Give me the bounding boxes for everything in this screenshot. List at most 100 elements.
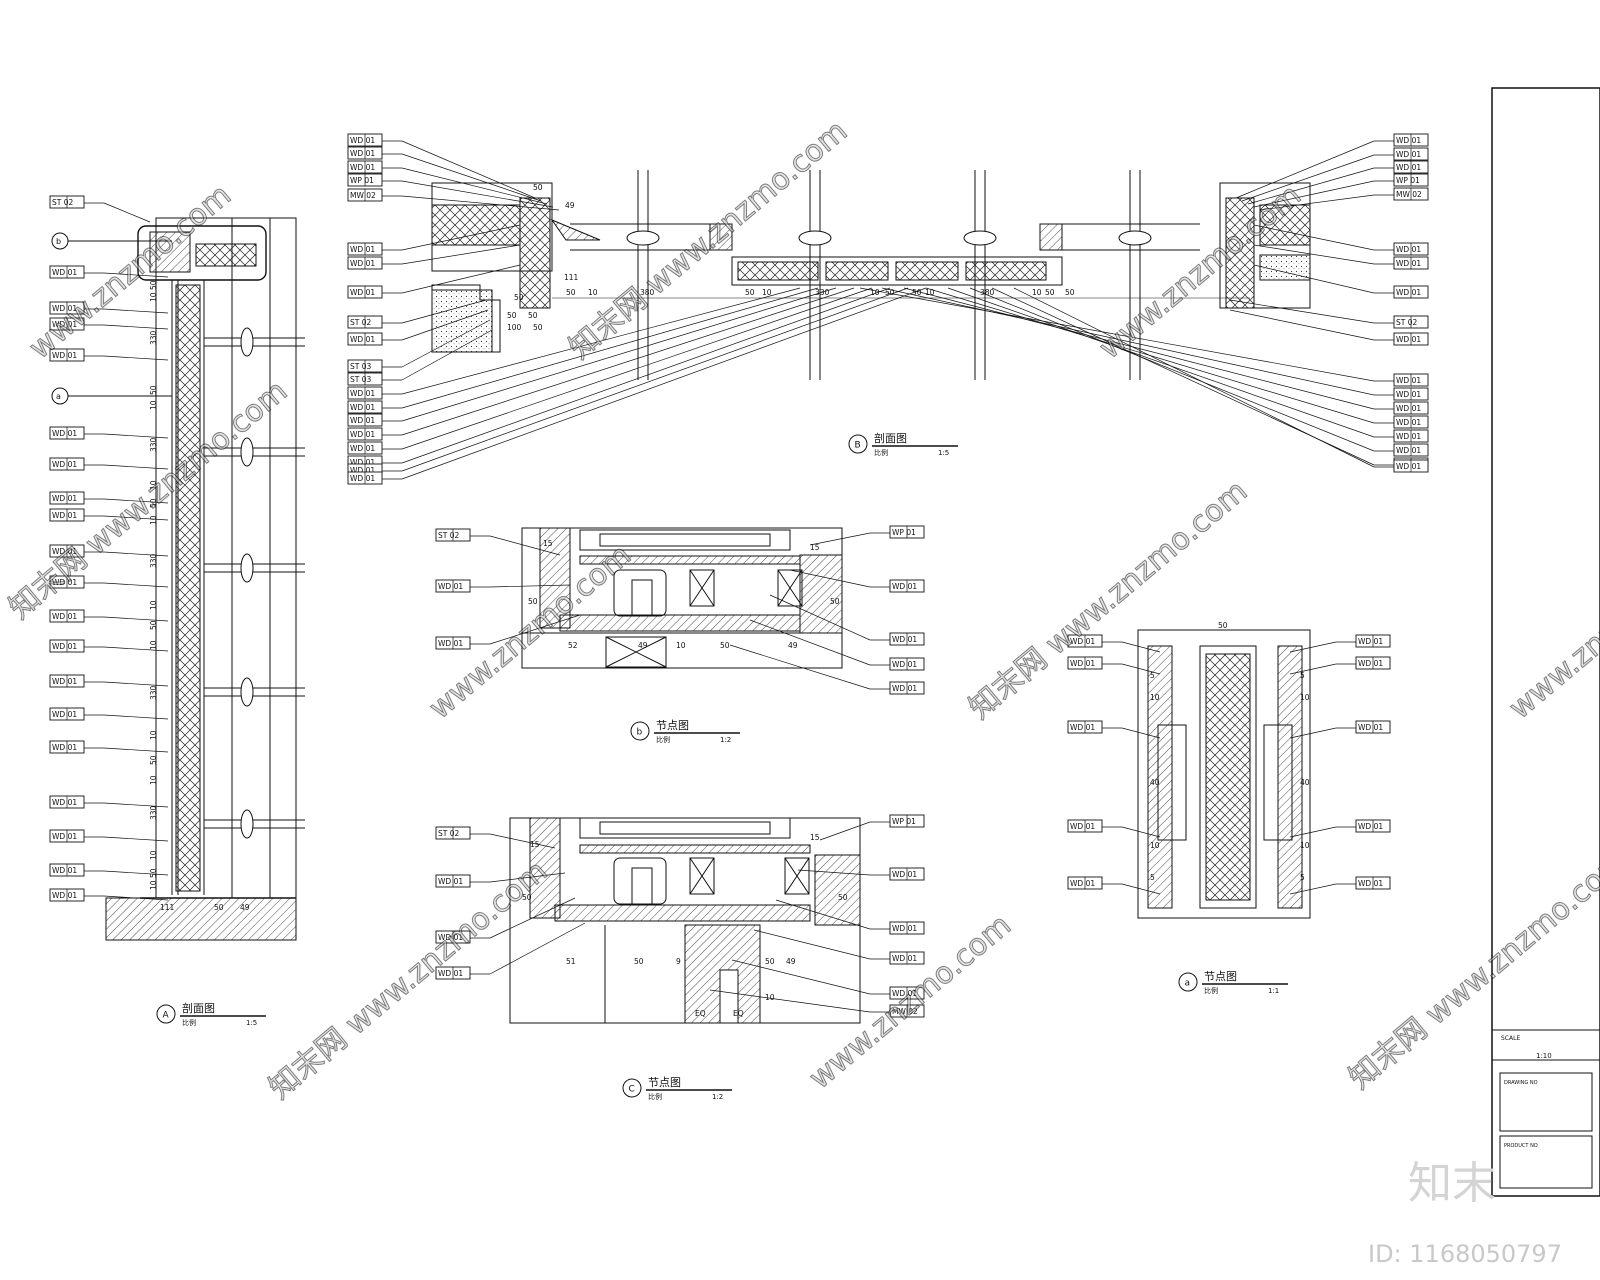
view-scale: 1:5	[246, 1019, 257, 1027]
leader-line	[401, 287, 855, 436]
material-tag: WP 01	[1253, 173, 1429, 208]
view-b-break-lines	[626, 170, 1152, 380]
dimension-label: 330	[149, 553, 158, 568]
material-tag: WD 01	[1247, 160, 1429, 205]
leader-line	[1121, 727, 1161, 739]
leader-line	[103, 202, 151, 223]
dimension-label: 15	[543, 539, 553, 548]
material-tag-code: WD 01	[350, 288, 375, 297]
leader-line	[489, 535, 561, 556]
leader-line	[103, 515, 169, 521]
view-mark: a	[1185, 979, 1191, 989]
material-tag-code: WD 01	[350, 136, 375, 145]
leader-line	[775, 899, 871, 930]
dimension-label: 50	[514, 293, 524, 302]
leader-line	[489, 833, 556, 849]
leader-line	[401, 244, 521, 265]
watermark-text: www.znzmo.com	[423, 538, 638, 727]
material-tag-code: WD 01	[1070, 822, 1095, 831]
dimension-label: 15	[810, 543, 820, 552]
material-tag-code: WD 01	[350, 466, 375, 475]
material-tag: WD 01	[1289, 720, 1391, 739]
dimension-label: 49	[638, 641, 648, 650]
view-scale: 1:1	[1268, 987, 1279, 995]
material-tag-code: WD 01	[52, 798, 77, 807]
material-tag-code: WD 01	[1396, 418, 1421, 427]
material-tag: WD 01	[729, 644, 925, 695]
dimension-label: 49	[240, 903, 250, 912]
material-tag: WD 01	[49, 888, 169, 902]
material-tag: WD 01	[1289, 634, 1391, 653]
material-tag-code: WD 01	[1396, 404, 1421, 413]
view-scale: 1:5	[938, 449, 949, 457]
material-tag: WD 01	[49, 348, 169, 362]
view-scale: 1:2	[720, 736, 731, 744]
dimension-label: 100	[507, 323, 522, 332]
dimension-label: 50	[214, 903, 224, 912]
dimension-label: 10	[149, 600, 158, 610]
dimension-label: 50	[507, 311, 517, 320]
material-tag: ST 02	[347, 299, 487, 329]
leader-line	[401, 319, 491, 368]
material-tag: MW 02	[347, 188, 560, 211]
dimension-label: 50	[522, 893, 532, 902]
material-tag-code: WD 01	[1396, 288, 1421, 297]
dimension-label: 10	[149, 730, 158, 740]
dimension-label: 50	[149, 498, 158, 508]
view-mark-circle	[156, 1004, 176, 1024]
material-tag-code: ST 03	[350, 362, 371, 371]
leader-line	[401, 287, 837, 422]
dimension-label: 10	[149, 515, 158, 525]
material-tag-code: WD 01	[52, 304, 77, 313]
material-tag: WD 01	[347, 160, 548, 205]
material-tag-code: WD 01	[892, 989, 917, 998]
leader-line	[401, 153, 542, 202]
material-tag: WD 01	[347, 224, 521, 256]
material-tag: ST 03	[347, 319, 491, 373]
dimension-label: 50	[720, 641, 730, 650]
material-tag-code: WD 01	[350, 149, 375, 158]
view-a-mullions	[204, 327, 305, 839]
material-tag-code: WD 01	[438, 877, 463, 886]
leader-line	[103, 498, 169, 504]
dimension-label: 50	[765, 957, 775, 966]
material-tag: WD 01	[347, 264, 521, 299]
material-tag: WD 01	[947, 287, 1429, 443]
material-tag-code: WD 01	[52, 494, 77, 503]
material-tag-code: WD 01	[892, 870, 917, 879]
dimension-label: 330	[149, 805, 158, 820]
material-tag-code: WD 01	[52, 578, 77, 587]
view-a-node	[1137, 629, 1311, 919]
leader-line	[749, 619, 871, 666]
material-tag-code: WD 01	[1396, 446, 1421, 455]
material-tag: WD 01	[49, 265, 169, 279]
material-tag-code: ST 02	[1396, 318, 1417, 327]
material-tag: WD 01	[969, 287, 1429, 457]
material-tag: WD 01	[435, 579, 571, 593]
dimension-label: 50	[745, 288, 755, 297]
material-tag-code: WD 01	[892, 582, 917, 591]
dimension-label: 10	[149, 400, 158, 410]
material-tag-code: WD 01	[892, 924, 917, 933]
leader-line	[881, 287, 1375, 396]
dimension-label: 50	[149, 385, 158, 395]
material-tag-code: WD 01	[892, 684, 917, 693]
view-mark-circle	[630, 721, 650, 741]
material-tag: WD 01	[435, 897, 576, 944]
material-tag: MW 02	[1259, 187, 1429, 211]
leader-line	[103, 895, 169, 901]
material-tag-code: ST 02	[438, 531, 459, 540]
dimension-label: 5	[1300, 873, 1305, 882]
material-tag: WD 01	[1289, 656, 1391, 675]
leader-line	[103, 551, 169, 557]
leader-line	[401, 180, 554, 208]
material-tag-code: WD 01	[350, 259, 375, 268]
material-tag: WD 01	[1067, 819, 1161, 838]
view-scale-label: 比例	[182, 1018, 196, 1027]
material-tag: WD 01	[49, 863, 169, 877]
leader-line	[1259, 194, 1375, 211]
dimension-label: 5	[1150, 671, 1155, 680]
